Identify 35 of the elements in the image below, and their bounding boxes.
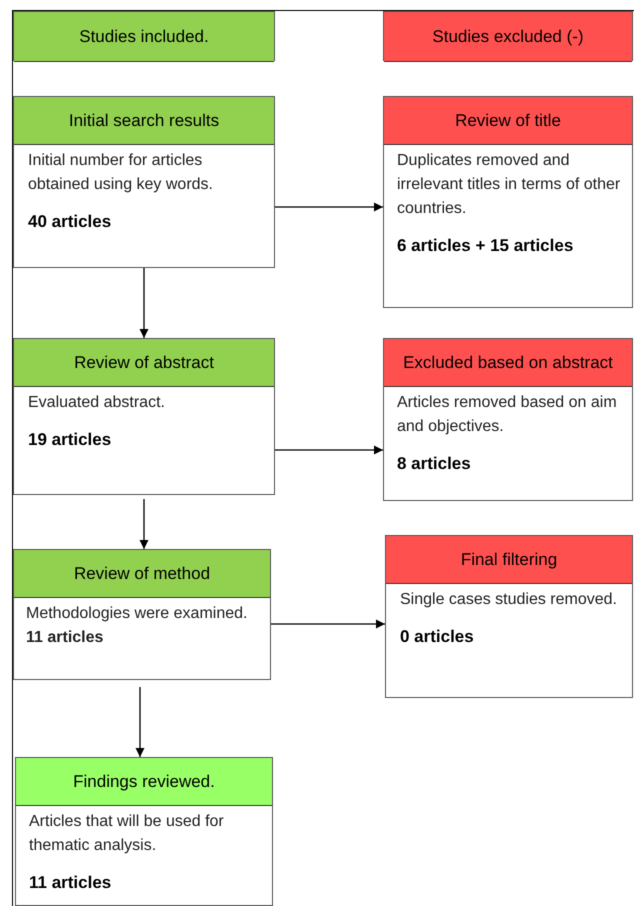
header-bar: Studies included.: [14, 12, 274, 62]
flow-box: [385, 535, 633, 698]
flow-box: [13, 549, 271, 680]
arrow: [140, 499, 148, 549]
article-count: 40 articles: [27, 211, 112, 233]
flow-box: [383, 96, 633, 308]
flow-box: [13, 338, 275, 495]
description-text: Articles that will be used for thematic analysis.: [28, 812, 225, 856]
arrow: [275, 446, 383, 454]
arrow: [136, 687, 144, 757]
article-count: 8 articles: [396, 453, 472, 475]
flow-box: [383, 338, 633, 501]
article-count: 19 articles: [27, 429, 112, 451]
flow-box: [15, 757, 273, 906]
description-text: Initial number for articles obtained using key words.: [27, 151, 214, 195]
flow-box: [13, 96, 275, 268]
description-text: Methodologies were examined. 11 articles: [25, 604, 248, 648]
header-bar: Studies excluded (-): [384, 12, 632, 62]
header-bar: Excluded based on abstract: [384, 339, 632, 387]
article-count: 0 articles: [399, 626, 475, 648]
description-text: Evaluated abstract.: [27, 393, 166, 413]
header-bar: Initial search results: [14, 97, 274, 145]
article-count: 11 articles: [28, 872, 112, 894]
header-bar: Review of title: [384, 97, 632, 145]
description-text: Duplicates removed and irrelevant titles in terms of other countries.: [396, 151, 622, 219]
header-bar: Review of abstract: [14, 339, 274, 387]
arrow: [271, 620, 385, 628]
arrow: [275, 202, 383, 212]
description-text: Single cases studies removed.: [399, 590, 618, 610]
arrow: [140, 268, 148, 338]
article-count: 6 articles + 15 articles: [396, 235, 574, 257]
header-bar: Findings reviewed.: [16, 758, 272, 806]
description-text: Articles removed based on aim and objectives.: [396, 393, 618, 437]
header-bar: Review of method: [14, 550, 270, 598]
header-bar: Final filtering: [386, 536, 632, 584]
